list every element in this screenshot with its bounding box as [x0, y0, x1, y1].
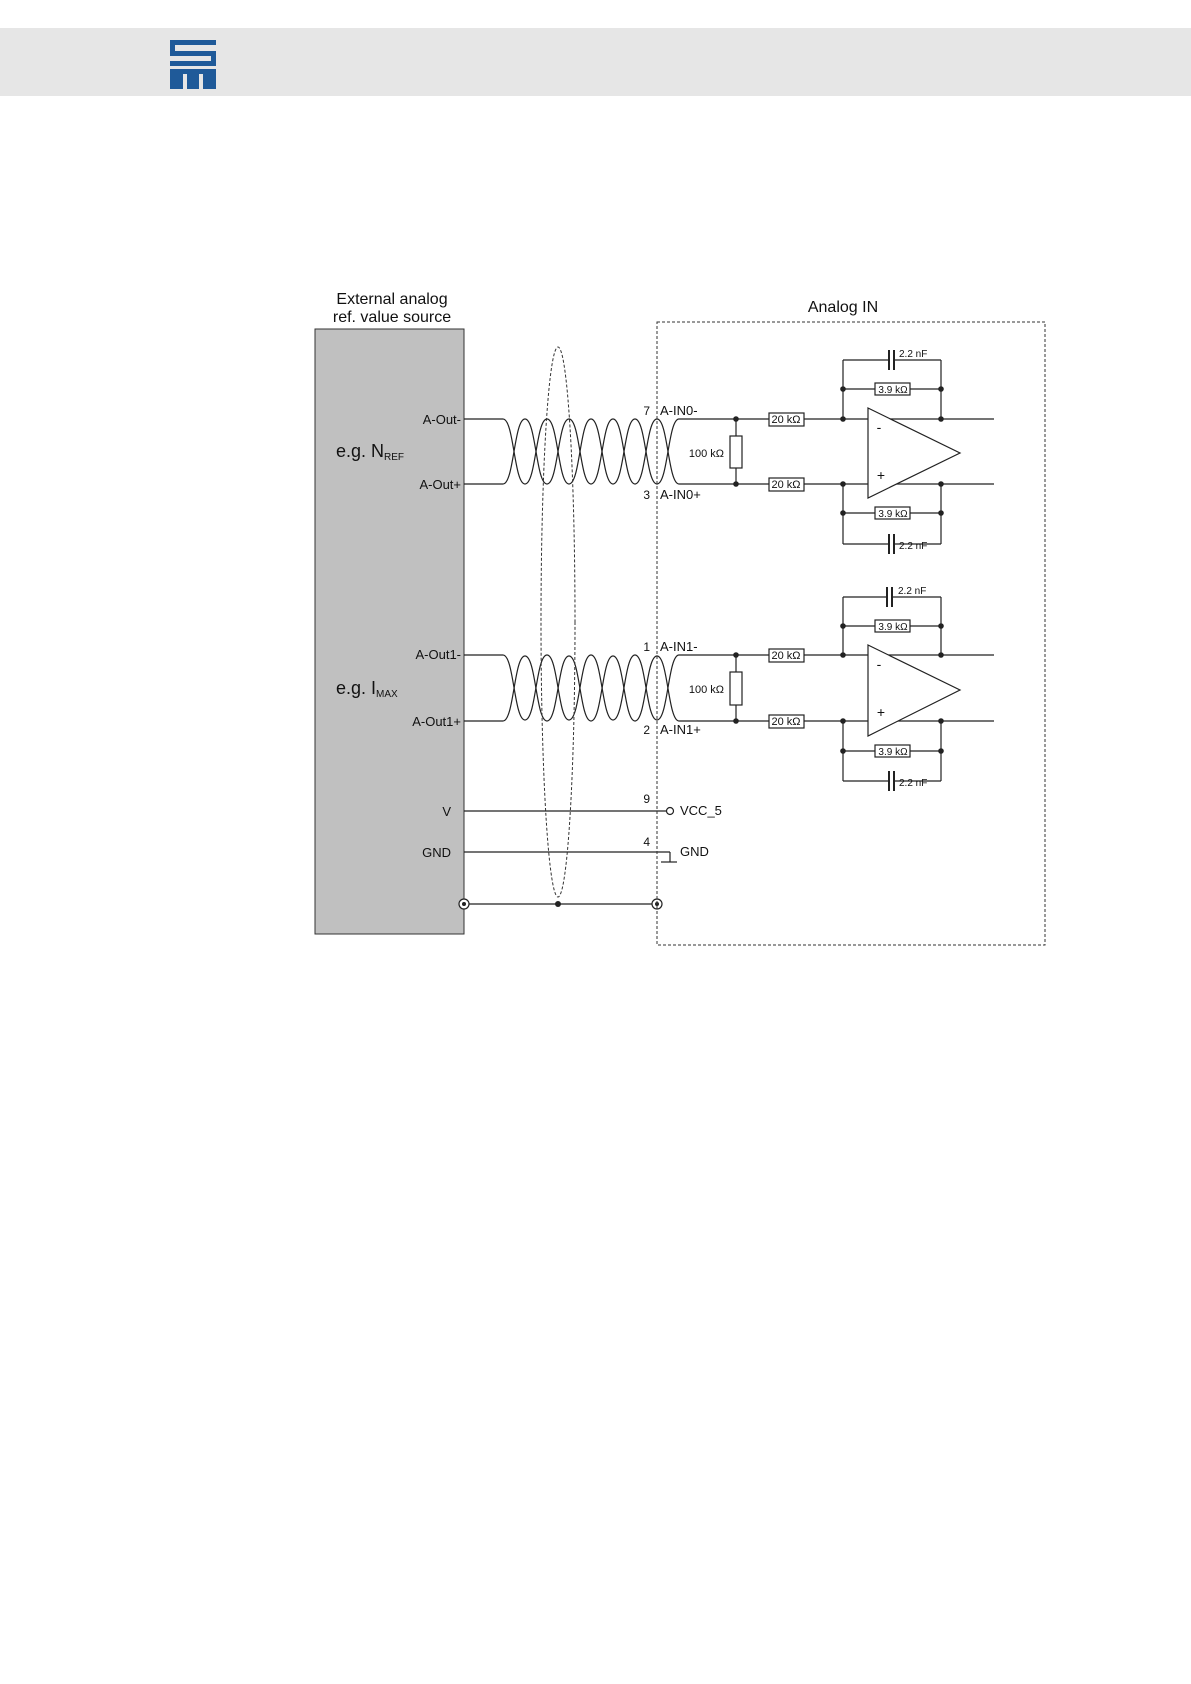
op-amp-0-minus: - [877, 419, 882, 435]
pin-number-1: 1 [643, 640, 650, 654]
termination-resistor-0 [730, 436, 742, 468]
signal-ain0-plus: A-IN0+ [660, 487, 701, 502]
r-in-label-1a: 20 kΩ [771, 650, 800, 662]
cable-shield [541, 347, 575, 897]
r-fb-label-0b: 3.9 kΩ [878, 509, 908, 520]
signal0-subscript: REF [384, 452, 404, 463]
signal-ain1-minus: A-IN1- [660, 639, 698, 654]
pin-a-out-minus: A-Out- [423, 412, 461, 427]
signal-ain1-plus: A-IN1+ [660, 722, 701, 737]
pin-a-out-plus: A-Out+ [419, 477, 461, 492]
pin-number-4: 4 [643, 835, 650, 849]
termination-resistor-1 [730, 672, 742, 705]
r-term-label-0: 100 kΩ [689, 448, 724, 460]
op-amp-1-minus: - [877, 656, 882, 672]
r-in-label-0a: 20 kΩ [771, 414, 800, 426]
signal1-prefix: e.g. I [336, 678, 376, 698]
op-amp-0-plus: + [877, 467, 885, 483]
r-fb-label-1b: 3.9 kΩ [878, 747, 908, 758]
r-fb-label-0a: 3.9 kΩ [878, 385, 908, 396]
signal-vcc: VCC_5 [680, 803, 722, 818]
c-fb-label-0b: 2.2 nF [899, 541, 927, 552]
source-title-line1: External analog [336, 291, 447, 308]
r-term-label-1: 100 kΩ [689, 684, 724, 696]
shield-terminal-source-dot [462, 902, 466, 906]
vcc-terminal [667, 808, 674, 815]
pin-number-9: 9 [643, 792, 650, 806]
pin-number-2: 2 [643, 723, 650, 737]
signal0-prefix: e.g. N [336, 441, 384, 461]
r-in-label-1b: 20 kΩ [771, 716, 800, 728]
pin-v: V [442, 804, 451, 819]
op-amp-1 [868, 645, 960, 736]
analog-in-title: Analog IN [808, 299, 878, 316]
ground-symbol [661, 852, 677, 862]
channel-0-circuit: 100 kΩ 20 kΩ 20 kΩ - + 2.2 nF 3.9 kΩ [689, 349, 960, 554]
analog-in-box [657, 322, 1045, 945]
r-in-label-0b: 20 kΩ [771, 479, 800, 491]
signal-ain0-minus: A-IN0- [660, 403, 698, 418]
op-amp-1-plus: + [877, 704, 885, 720]
pin-a-out1-minus: A-Out1- [415, 647, 461, 662]
pin-number-3: 3 [643, 488, 650, 502]
signal1-subscript: MAX [376, 689, 398, 700]
shield-junction [555, 901, 561, 907]
channel-1-circuit: 100 kΩ 20 kΩ 20 kΩ - + 2.2 nF 3.9 kΩ [689, 586, 960, 791]
pin-number-7: 7 [643, 404, 650, 418]
source-title-line2: ref. value source [333, 309, 451, 326]
pin-a-out1-plus: A-Out1+ [412, 714, 461, 729]
pin-gnd: GND [422, 845, 451, 860]
c-fb-label-1a: 2.2 nF [898, 586, 926, 597]
c-fb-label-1b: 2.2 nF [899, 778, 927, 789]
r-fb-label-1a: 3.9 kΩ [878, 622, 908, 633]
signal-gnd: GND [680, 844, 709, 859]
c-fb-label-0a: 2.2 nF [899, 349, 927, 360]
